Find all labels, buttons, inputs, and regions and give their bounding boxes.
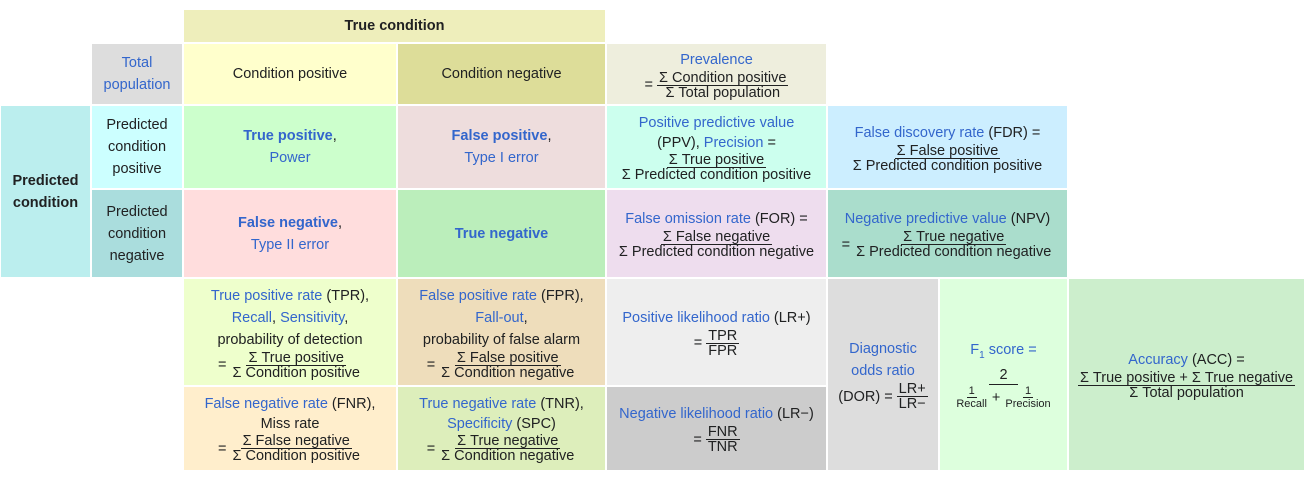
ppv-cell: Positive predictive value (PPV), Precisi… bbox=[606, 105, 827, 189]
fnr-fraction: Σ False negative Σ Condition positive bbox=[232, 433, 360, 464]
sensitivity-link[interactable]: Sensitivity bbox=[280, 309, 345, 326]
lr-negative-fraction: FNR TNR bbox=[705, 424, 740, 455]
tpr-fraction: Σ True positive Σ Condition positive bbox=[232, 349, 360, 381]
ppv-link[interactable]: Positive predictive value bbox=[638, 114, 795, 131]
ppv-fraction: Σ True positive Σ Predicted condition po… bbox=[621, 151, 812, 183]
fnr-cell: False negative rate (FNR), Miss rate = Σ… bbox=[183, 386, 397, 471]
fnr-link[interactable]: False negative rate bbox=[204, 396, 328, 412]
fpr-fraction: Σ False positive Σ Condition negative bbox=[441, 349, 575, 381]
tpr-link[interactable]: True positive rate bbox=[210, 287, 323, 304]
for-fraction: Σ False negative Σ Predicted condition n… bbox=[618, 229, 815, 260]
false-positive-link[interactable]: False positive bbox=[451, 128, 548, 144]
lr-positive-fraction: TPR FPR bbox=[706, 327, 740, 359]
lr-negative-link[interactable]: Negative likelihood ratio bbox=[619, 406, 774, 422]
power-link[interactable]: Power bbox=[269, 150, 311, 166]
true-negative-link[interactable]: True negative bbox=[454, 225, 549, 242]
fall-out-link[interactable]: Fall-out bbox=[475, 309, 524, 326]
true-positive-cell: True positive, Power bbox=[183, 105, 397, 189]
tnr-formula: = Σ True negative Σ Condition negative bbox=[426, 433, 575, 464]
fpr-cell: False positive rate (FPR), Fall-out, pro… bbox=[397, 278, 606, 386]
fdr-link[interactable]: False discovery rate bbox=[854, 124, 985, 141]
total-population-link[interactable]: Total bbox=[121, 55, 153, 71]
false-negative-cell: False negative, Type II error bbox=[183, 189, 397, 278]
f1-fraction: 2 1 Recall + 1 Precision bbox=[956, 367, 1051, 411]
dor-fraction: LR+ LR− bbox=[896, 381, 928, 412]
total-population-cell: Total population bbox=[91, 43, 183, 105]
prevalence-cell: Prevalence = Σ Condition positive Σ Tota… bbox=[606, 43, 827, 105]
dor-link[interactable]: Diagnostic bbox=[849, 341, 917, 357]
npv-link[interactable]: Negative predictive value bbox=[844, 211, 1007, 227]
predicted-condition-header: Predicted condition bbox=[0, 105, 91, 278]
prevalence-formula: = Σ Condition positive Σ Total populatio… bbox=[644, 69, 789, 101]
npv-cell: Negative predictive value (NPV) = Σ True… bbox=[827, 189, 1068, 278]
for-link[interactable]: False omission rate bbox=[625, 211, 751, 227]
tnr-cell: True negative rate (TNR), Specificity (S… bbox=[397, 386, 606, 471]
lr-negative-formula: = FNR TNR bbox=[693, 424, 740, 455]
dor-link-2[interactable]: odds ratio bbox=[851, 363, 915, 379]
lr-positive-cell: Positive likelihood ratio (LR+) = TPR FP… bbox=[606, 278, 827, 386]
total-population-link-2[interactable]: population bbox=[103, 77, 171, 93]
lr-positive-formula: = TPR FPR bbox=[693, 327, 740, 359]
condition-negative-header: Condition negative bbox=[397, 43, 606, 105]
true-condition-header: True condition bbox=[183, 9, 606, 43]
f1-score-link[interactable]: F1 score = bbox=[970, 341, 1037, 361]
npv-formula: = Σ True negative Σ Predicted condition … bbox=[841, 229, 1052, 260]
true-negative-cell: True negative bbox=[397, 189, 606, 278]
f1-recall-fraction: 1 Recall bbox=[956, 385, 987, 411]
tpr-cell: True positive rate (TPR), Recall, Sensit… bbox=[183, 278, 397, 386]
type-ii-error-link[interactable]: Type II error bbox=[250, 236, 330, 253]
fdr-cell: False discovery rate (FDR) = Σ False pos… bbox=[827, 105, 1068, 189]
lr-negative-cell: Negative likelihood ratio (LR−) = FNR TN… bbox=[606, 386, 827, 471]
prevalence-fraction: Σ Condition positive Σ Total population bbox=[657, 69, 789, 101]
false-negative-link[interactable]: False negative bbox=[238, 214, 338, 231]
prevalence-link[interactable]: Prevalence bbox=[680, 51, 753, 68]
dor-formula: (DOR) = LR+ LR− bbox=[838, 381, 928, 412]
false-positive-cell: False positive, Type I error bbox=[397, 105, 606, 189]
recall-link[interactable]: Recall bbox=[231, 309, 272, 326]
f1-score-cell: F1 score = 2 1 Recall + 1 Precision bbox=[939, 278, 1068, 471]
accuracy-fraction: Σ True positive + Σ True negative Σ Tota… bbox=[1077, 370, 1296, 401]
precision-link[interactable]: Precision bbox=[703, 134, 764, 151]
tnr-fraction: Σ True negative Σ Condition negative bbox=[441, 433, 575, 464]
type-i-error-link[interactable]: Type I error bbox=[464, 150, 539, 166]
fpr-formula: = Σ False positive Σ Condition negative bbox=[426, 349, 575, 381]
condition-positive-header: Condition positive bbox=[183, 43, 397, 105]
f1-precision-fraction: 1 Precision bbox=[1005, 385, 1051, 411]
dor-cell: Diagnostic odds ratio (DOR) = LR+ LR− bbox=[827, 278, 939, 471]
tpr-formula: = Σ True positive Σ Condition positive bbox=[218, 349, 360, 381]
predicted-condition-negative: Predicted condition negative bbox=[91, 189, 183, 278]
lr-positive-link[interactable]: Positive likelihood ratio bbox=[622, 309, 770, 326]
predicted-condition-positive: Predicted condition positive bbox=[91, 105, 183, 189]
fnr-formula: = Σ False negative Σ Condition positive bbox=[218, 433, 360, 464]
specificity-link[interactable]: Specificity bbox=[447, 416, 513, 432]
accuracy-cell: Accuracy (ACC) = Σ True positive + Σ Tru… bbox=[1068, 278, 1305, 471]
accuracy-link[interactable]: Accuracy bbox=[1128, 352, 1188, 368]
fdr-fraction: Σ False positive Σ Predicted condition p… bbox=[852, 142, 1043, 174]
tnr-link[interactable]: True negative rate bbox=[419, 396, 537, 412]
for-cell: False omission rate (FOR) = Σ False nega… bbox=[606, 189, 827, 278]
fpr-link[interactable]: False positive rate bbox=[419, 287, 537, 304]
true-positive-link[interactable]: True positive bbox=[243, 128, 333, 144]
npv-fraction: Σ True negative Σ Predicted condition ne… bbox=[856, 229, 1052, 260]
